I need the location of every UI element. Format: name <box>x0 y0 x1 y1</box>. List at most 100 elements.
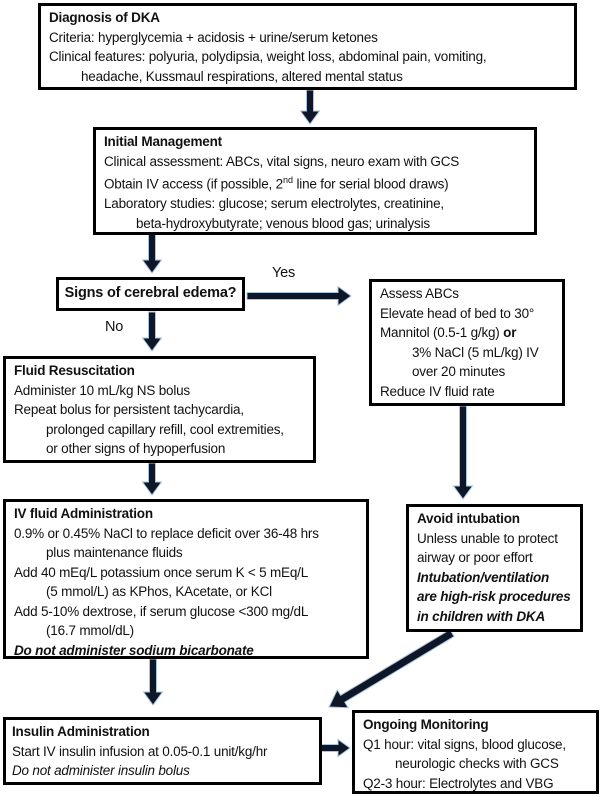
text-line: beta-hydroxybutyrate; venous blood gas; … <box>104 214 526 234</box>
text-line: Do not administer insulin bolus <box>12 761 311 781</box>
box-cerebral-edema-question: Signs of cerebral edema? <box>56 277 245 311</box>
box-title: Fluid Resuscitation <box>14 363 135 378</box>
text-line: Reduce IV fluid rate <box>380 382 554 402</box>
text-line: (5 mmol/L) as KPhos, KAcetate, or KCl <box>14 582 358 602</box>
text-segment: headache, Kussmaul respirations, altered… <box>81 68 403 84</box>
question-text: Signs of cerebral edema? <box>64 285 237 302</box>
text-segment: Laboratory studies: glucose; serum elect… <box>104 196 444 211</box>
text-segment: or other signs of hypoperfusion <box>46 441 226 456</box>
text-line: Q1 hour: vital signs, blood glucose, <box>363 735 588 755</box>
text-line: Do not administer sodium bicarbonate <box>14 641 358 661</box>
text-line: Mannitol (0.5-1 g/kg) or <box>380 323 554 343</box>
text-segment: prolonged capillary refill, cool extremi… <box>46 421 284 437</box>
text-line: Unless unable to protect <box>417 529 572 549</box>
box-title: Ongoing Monitoring <box>363 717 489 732</box>
box-title: Insulin Administration <box>12 724 150 739</box>
text-segment: Q1 hour: vital signs, blood glucose, <box>363 736 566 752</box>
text-line: (16.7 mmol/dL) <box>14 621 358 641</box>
text-line: Obtain IV access (if possible, 2nd line … <box>104 171 526 194</box>
yes-label: Yes <box>272 265 296 281</box>
text-line: Laboratory studies: glucose; serum elect… <box>104 194 526 214</box>
text-segment: Assess ABCs <box>380 286 459 301</box>
text-line: headache, Kussmaul respirations, altered… <box>49 67 566 87</box>
text-line: Add 5-10% dextrose, if serum glucose <30… <box>14 602 358 622</box>
text-segment: 3% NaCl (5 mL/kg) IV <box>412 344 539 360</box>
text-segment: Clinical features: polyuria, polydipsia,… <box>49 49 487 64</box>
text-segment: Clinical assessment: ABCs, vital signs, … <box>104 153 460 169</box>
text-segment: neurologic checks with GCS <box>395 756 559 771</box>
arrow-initial-to-question <box>141 232 163 274</box>
box-initial-management: Initial Management Clinical assessment: … <box>93 127 537 235</box>
text-segment: Add 40 mEq/L potassium once serum K < 5 … <box>14 564 309 580</box>
text-segment: over 20 minutes <box>412 364 506 379</box>
text-segment: Do not administer insulin bolus <box>12 763 190 778</box>
text-line: Intubation/ventilation <box>417 568 572 588</box>
text-segment: or <box>503 325 517 340</box>
text-line: over 20 minutes <box>380 362 554 382</box>
text-segment: Criteria: hyperglycemia + acidosis + uri… <box>49 29 378 45</box>
text-segment: 0.9% or 0.45% NaCl to replace deficit ov… <box>14 525 319 541</box>
box-fluid-resuscitation: Fluid Resuscitation Administer 10 mL/kg … <box>3 356 316 463</box>
text-segment: Elevate head of bed to 30° <box>380 305 535 321</box>
text-line: Administer 10 mL/kg NS bolus <box>14 381 305 401</box>
text-segment: are high-risk procedures <box>417 589 571 604</box>
text-line: Clinical assessment: ABCs, vital signs, … <box>104 152 526 172</box>
text-line: Clinical features: polyuria, polydipsia,… <box>49 47 566 67</box>
text-line: in children with DKA <box>417 607 572 627</box>
text-line: Assess ABCs <box>380 284 554 304</box>
text-segment: Unless unable to protect <box>417 530 558 546</box>
text-segment: in children with DKA <box>417 608 546 624</box>
arrow-iv-fluid-to-insulin <box>142 658 164 706</box>
text-segment: (16.7 mmol/dL) <box>46 623 134 638</box>
text-line: 3% NaCl (5 mL/kg) IV <box>380 343 554 363</box>
text-segment: Start IV insulin infusion at 0.05-0.1 un… <box>12 743 268 759</box>
box-title: Avoid intubation <box>417 511 520 526</box>
text-segment: (5 mmol/L) as KPhos, KAcetate, or KCl <box>46 584 272 599</box>
text-segment: Repeat bolus for persistent tachycardia, <box>14 402 244 417</box>
text-line: prolonged capillary refill, cool extremi… <box>14 420 305 440</box>
text-segment: airway or poor effort <box>417 550 533 565</box>
no-label: No <box>105 319 124 335</box>
text-line: airway or poor effort <box>417 548 572 568</box>
text-segment: Administer 10 mL/kg NS bolus <box>14 382 190 398</box>
arrow-yes-to-assess-abcs <box>246 285 352 307</box>
box-ongoing-monitoring: Ongoing Monitoring Q1 hour: vital signs,… <box>352 710 599 794</box>
box-insulin-administration: Insulin Administration Start IV insulin … <box>3 717 322 785</box>
box-iv-fluid-administration: IV fluid Administration 0.9% or 0.45% Na… <box>3 499 369 659</box>
text-line: Add 40 mEq/L potassium once serum K < 5 … <box>14 563 358 583</box>
box-avoid-intubation: Avoid intubation Unless unable to protec… <box>406 504 583 632</box>
text-segment: Reduce IV fluid rate <box>380 383 495 399</box>
text-segment: Obtain IV access (if possible, 2 <box>104 176 283 192</box>
text-segment: Q2-3 hour: Electrolytes and VBG <box>363 775 554 791</box>
text-segment: nd <box>282 175 293 185</box>
box-title: Initial Management <box>104 134 222 149</box>
arrow-insulin-to-monitoring <box>319 738 351 758</box>
box-body: Q1 hour: vital signs, blood glucose, neur… <box>363 735 588 794</box>
text-line: or other signs of hypoperfusion <box>14 439 305 459</box>
arrow-assess-to-avoid-intubation <box>452 405 474 500</box>
text-segment: beta-hydroxybutyrate; venous blood gas; … <box>136 215 430 231</box>
arrow-no-to-fluid-resuscitation <box>141 311 163 352</box>
box-body: Unless unable to protect airway or poor e… <box>417 529 572 627</box>
box-diagnosis-of-dka: Diagnosis of DKA Criteria: hyperglycemia… <box>38 3 577 90</box>
text-segment: plus maintenance fluids <box>46 545 183 560</box>
arrow-diagnosis-to-initial <box>299 89 321 125</box>
text-line: Elevate head of bed to 30° <box>380 304 554 324</box>
arrow-fluid-to-iv-fluid <box>141 462 163 496</box>
text-segment: Mannitol (0.5-1 g/kg) <box>380 325 504 340</box>
box-body: 0.9% or 0.45% NaCl to replace deficit ov… <box>14 524 358 661</box>
box-body: Start IV insulin infusion at 0.05-0.1 un… <box>12 742 311 781</box>
box-body: Criteria: hyperglycemia + acidosis + uri… <box>49 28 566 87</box>
text-line: Start IV insulin infusion at 0.05-0.1 un… <box>12 742 311 762</box>
text-segment: Do not administer sodium bicarbonate <box>14 642 254 658</box>
text-line: 0.9% or 0.45% NaCl to replace deficit ov… <box>14 524 358 544</box>
text-line: neurologic checks with GCS <box>363 754 588 774</box>
text-line: Q2-3 hour: Electrolytes and VBG <box>363 774 588 794</box>
text-line: are high-risk procedures <box>417 587 572 607</box>
text-line: Criteria: hyperglycemia + acidosis + uri… <box>49 28 566 48</box>
box-body: Clinical assessment: ABCs, vital signs, … <box>104 152 526 234</box>
box-title: Diagnosis of DKA <box>49 10 160 25</box>
